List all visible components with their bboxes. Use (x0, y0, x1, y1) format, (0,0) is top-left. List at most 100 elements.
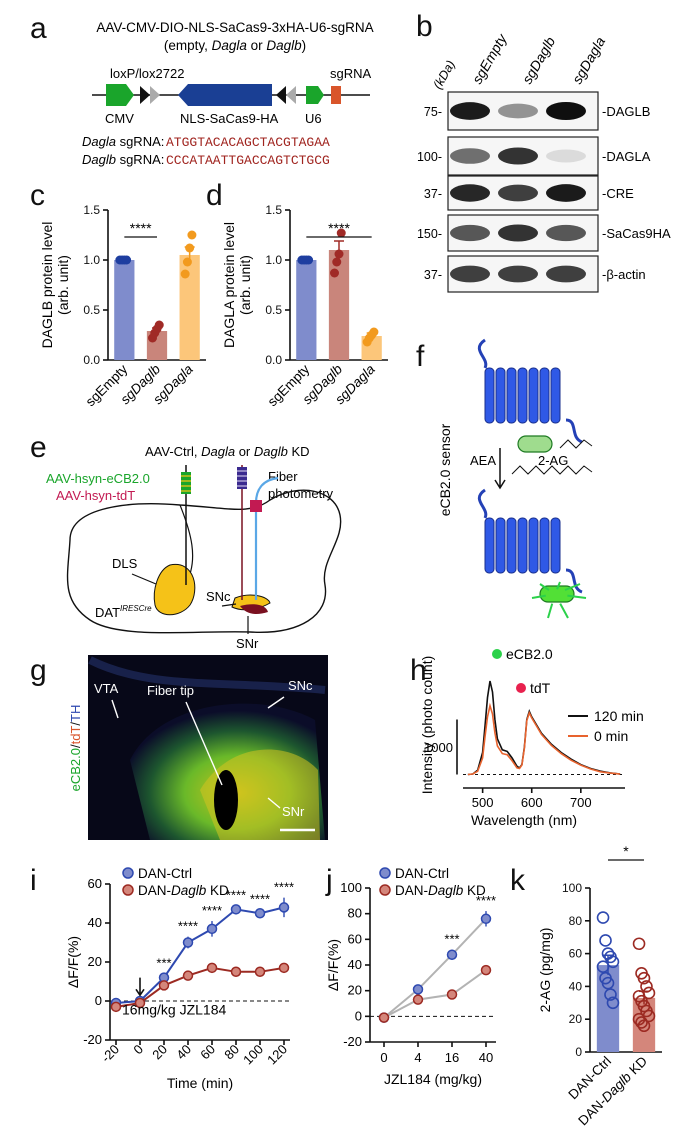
series-point-1-2 (158, 980, 170, 991)
channel-label: eCB2.0/tdT/TH (68, 705, 83, 792)
y-tick-label-4: 80 (569, 914, 583, 928)
blot-band-2-0 (450, 184, 490, 202)
tdt-virus-label: AAV-hsyn-tdT (56, 488, 135, 503)
blot-band-0-1 (498, 103, 538, 119)
syringe-purple (237, 467, 247, 489)
dat-label: DATIRESCre (95, 604, 152, 620)
y-tick-label-5: 80 (348, 906, 362, 921)
g-snr-label: SNr (282, 804, 305, 819)
u6-label: U6 (305, 111, 322, 126)
n-terminus (477, 338, 488, 369)
data-point-1-0 (632, 937, 646, 951)
y-tick-label-4: 60 (348, 931, 362, 946)
y-tick-label-0: -20 (83, 1032, 102, 1047)
x-axis-label: Wavelength (nm) (471, 812, 577, 828)
legend-marker-0 (379, 867, 391, 879)
data-point-2-3 (369, 327, 379, 337)
series-point-1-3 (480, 964, 492, 976)
blot-label-3: -SaCas9HA (602, 226, 671, 241)
legend-marker-0 (122, 867, 134, 879)
g-snc-arrow (267, 696, 285, 709)
series-point-0-4 (206, 923, 218, 935)
y-tick-label-2: 40 (569, 979, 583, 993)
panel-c: c 0.00.51.01.5sgEmptysgDaglbsgDaglaDAGLB… (30, 179, 206, 409)
legend-gene: Daglb (428, 883, 464, 898)
c-terminus (565, 568, 583, 594)
data-point-0-9 (606, 996, 620, 1010)
tm-helix-5 (539, 367, 550, 424)
data-point-1-11 (635, 1016, 648, 1029)
blot-band-0-2 (546, 102, 586, 120)
tm-helix-4 (528, 517, 539, 574)
mw-marker-1: 100- (417, 150, 442, 164)
legend-label-0: DAN-Ctrl (138, 866, 192, 881)
y-tick-label-3: 40 (88, 915, 102, 930)
blot-band-4-0 (450, 265, 490, 283)
y-tick-label-1: 0.5 (265, 303, 282, 317)
y-tick-label-2: 1.0 (83, 253, 100, 267)
peak-label-ecb: eCB2.0 (506, 646, 553, 662)
blot-label-2: -CRE (602, 186, 634, 201)
y-axis-label: ΔF/F(%) (325, 939, 341, 991)
data-point-2-0 (180, 269, 190, 279)
series-point-0-2 (446, 949, 458, 960)
kd-title: AAV-Ctrl, Dagla or Daglb KD (145, 444, 310, 459)
data-point-1-3 (336, 228, 346, 238)
fiber-optic (254, 476, 279, 600)
legend-label-0: 120 min (594, 708, 644, 724)
data-point-0-7 (601, 976, 615, 990)
x-tick-label-7: 120 (264, 1042, 290, 1068)
data-point-0-3 (122, 255, 132, 265)
x-tick-label-1: 0 (130, 1042, 146, 1058)
construct-title: AAV-CMV-DIO-NLS-SaCas9-3xHA-U6-sgRNA (96, 20, 373, 35)
construct-subtitle: (empty, Dagla or Daglb) (164, 38, 306, 53)
fiber-tip-arrow (185, 701, 223, 786)
series-point-0-3 (182, 937, 194, 948)
injection-arrow (135, 977, 145, 997)
peak-marker-ecb (492, 649, 502, 659)
bar-0 (114, 260, 135, 360)
legend-prefix: DAN- (395, 866, 428, 881)
blot-label-0: -DAGLB (602, 104, 650, 119)
x-tick-label-4: 60 (197, 1042, 218, 1063)
x-tick-label-0: 0 (380, 1050, 387, 1065)
blot-band-3-1 (498, 224, 538, 242)
snr-region (240, 604, 268, 614)
series-point-0-5 (230, 904, 242, 915)
data-point-2-1 (182, 257, 192, 267)
blot-band-3-0 (450, 224, 490, 242)
legend-gene: Ctrl (428, 866, 449, 881)
cas9-label: NLS-SaCas9-HA (180, 111, 279, 126)
peak-marker-tdt (516, 683, 526, 693)
scale-bar-label: 1000 (424, 740, 453, 755)
fiber-tip-label: Fiber tip (147, 683, 194, 698)
x-tick-label-3: 40 (479, 1050, 493, 1065)
panel-g: g VTA Fiber tip SNc SNr eCB2.0/tdT/TH (30, 654, 328, 840)
cmv-label: CMV (105, 111, 134, 126)
glow-ray-5 (547, 603, 554, 619)
c-terminus (565, 418, 583, 444)
y-tick-label-1: 0.5 (83, 303, 100, 317)
ligand-arrow (494, 448, 506, 490)
significance-2: **** (202, 903, 222, 918)
x-tick-label-6: 100 (240, 1042, 266, 1068)
lox2722-triangle-1 (150, 86, 160, 104)
glow-ray-2 (564, 583, 581, 591)
x-tick-label-2: 16 (445, 1050, 459, 1065)
bar-1 (632, 997, 656, 1052)
sgrna-label: sgRNA (330, 66, 372, 81)
blot-band-4-2 (546, 265, 586, 283)
series-point-1-3 (182, 970, 194, 981)
y-tick-label-2: 20 (348, 983, 362, 998)
panel-e: e AAV-Ctrl, Dagla or Daglb KD AAV-hsyn-e… (30, 431, 342, 651)
blot-band-1-0 (450, 148, 490, 164)
data-point-1-12 (637, 1019, 651, 1033)
legend-label-0: DAN-Ctrl (395, 866, 449, 881)
fiber-tip-track (214, 770, 238, 830)
lane-label-2: sgDagla (569, 34, 609, 87)
series-point-1-1 (134, 997, 146, 1009)
y-axis-label: DAGLA protein level (221, 222, 237, 348)
